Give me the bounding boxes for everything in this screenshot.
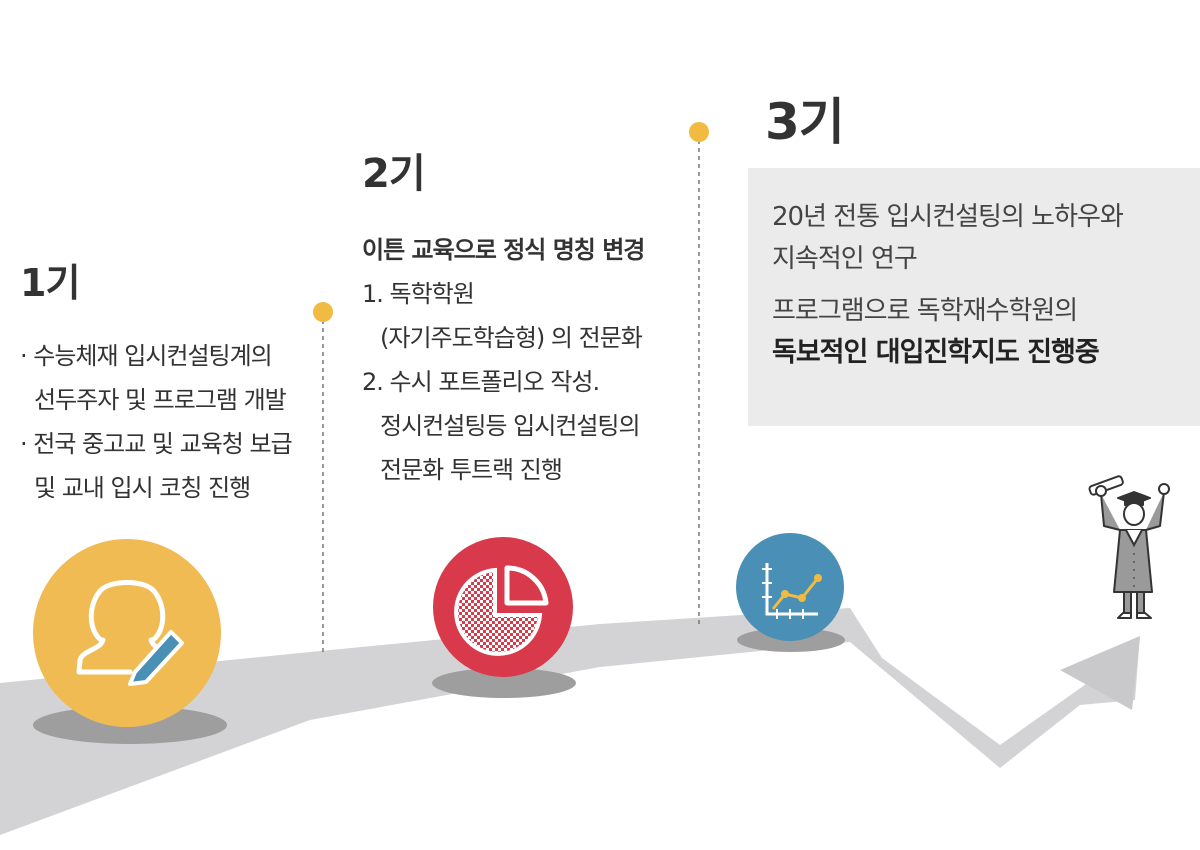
stage3-line: 프로그램으로 독학재수학원의 bbox=[772, 296, 1078, 326]
stage1-line: 선두주자 및 프로그램 개발 bbox=[34, 386, 287, 414]
stage3-line: 지속적인 연구 bbox=[772, 244, 918, 274]
stage2-description: 이튼 교육으로 정식 명칭 변경 1. 독학학원 (자기주도학습형) 의 전문화… bbox=[362, 228, 645, 492]
stage2-line: 1. 독학학원 bbox=[362, 280, 475, 308]
stage3-box: 20년 전통 입시컨설팅의 노하우와 지속적인 연구 프로그램으로 독학재수학원… bbox=[748, 168, 1200, 426]
stage2-line: 전문화 투트랙 진행 bbox=[380, 456, 563, 484]
stage1-line: · 전국 중고교 및 교육청 보급 bbox=[20, 430, 293, 458]
stage2-shadow bbox=[432, 668, 576, 698]
timeline-dot-stage2 bbox=[313, 302, 333, 322]
stage2-title: 2기 bbox=[362, 151, 426, 197]
road-arrow-head bbox=[1060, 636, 1140, 710]
stage1-line: · 수능체재 입시컨설팅계의 bbox=[20, 342, 273, 370]
stage3-title: 3기 bbox=[765, 93, 845, 151]
stage3-line: 20년 전통 입시컨설팅의 노하우와 bbox=[772, 202, 1124, 232]
stage2-line: 2. 수시 포트폴리오 작성. bbox=[362, 368, 600, 396]
pie-chart-icon bbox=[454, 565, 549, 656]
stage1-title: 1기 bbox=[20, 261, 80, 305]
graduate-icon bbox=[1088, 475, 1170, 619]
timeline-dot-stage3 bbox=[689, 122, 709, 142]
road bbox=[0, 608, 1140, 835]
stage2-line: 정시컨설팅등 입시컨설팅의 bbox=[380, 412, 641, 440]
stage1-circle bbox=[33, 539, 221, 727]
stage2-circle bbox=[433, 537, 573, 677]
stage1-description: · 수능체재 입시컨설팅계의 선두주자 및 프로그램 개발 · 전국 중고교 및… bbox=[20, 334, 293, 510]
user-edit-icon bbox=[76, 580, 184, 686]
stage1-line: 및 교내 입시 코칭 진행 bbox=[34, 474, 251, 502]
line-chart-icon bbox=[762, 563, 822, 619]
stage2-line: (자기주도학습형) 의 전문화 bbox=[380, 324, 643, 352]
stage3-circle bbox=[736, 533, 844, 641]
stage2-heading: 이튼 교육으로 정식 명칭 변경 bbox=[362, 236, 645, 264]
stage3-highlight-line: 독보적인 대입진학지도 진행중 bbox=[772, 337, 1100, 368]
stage3-description: 20년 전통 입시컨설팅의 노하우와 지속적인 연구 프로그램으로 독학재수학원… bbox=[772, 196, 1124, 374]
